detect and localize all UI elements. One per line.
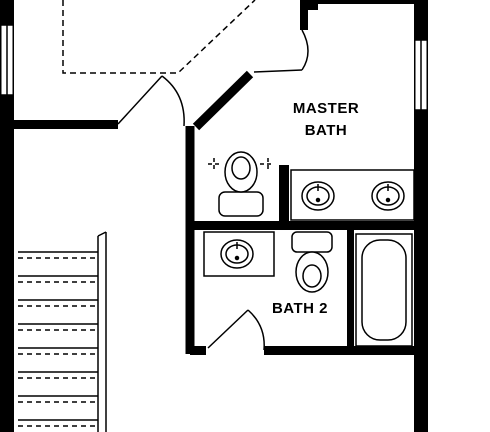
toilet-icon <box>218 151 264 217</box>
bathtub-icon <box>355 233 413 347</box>
master-bath-walls <box>185 70 254 354</box>
interior-wall-bath-divider <box>190 221 414 230</box>
exterior-wall-left <box>0 0 14 432</box>
master-bath-label-line1: MASTER <box>292 100 360 117</box>
door-swing-icon <box>117 75 185 127</box>
bath-2-label: BATH 2 <box>271 300 329 317</box>
interior-wall-landing <box>14 120 118 129</box>
door-swing-icon <box>207 309 265 351</box>
staircase-icon <box>97 231 107 432</box>
exterior-wall-right <box>414 0 428 432</box>
master-bath-door-swing <box>253 29 309 73</box>
master-vanity <box>290 169 415 221</box>
tub-wall <box>347 230 354 354</box>
top-walls <box>300 0 414 30</box>
bath2-vanity <box>203 231 275 277</box>
window-icon <box>414 39 428 111</box>
sink-icon <box>220 239 254 269</box>
dashed-outline <box>62 0 256 74</box>
master-bath-label: MASTER BATH <box>276 98 376 142</box>
sink-icon <box>301 181 335 211</box>
toilet-clearance-dash <box>208 158 274 170</box>
toilet-icon <box>291 231 333 293</box>
stair-treads <box>18 251 98 427</box>
window-icon <box>0 24 14 96</box>
bath2-bottom-wall <box>190 346 414 355</box>
sink-icon <box>371 181 405 211</box>
vanity-wall <box>279 165 289 225</box>
master-bath-label-line2: BATH <box>304 122 348 139</box>
